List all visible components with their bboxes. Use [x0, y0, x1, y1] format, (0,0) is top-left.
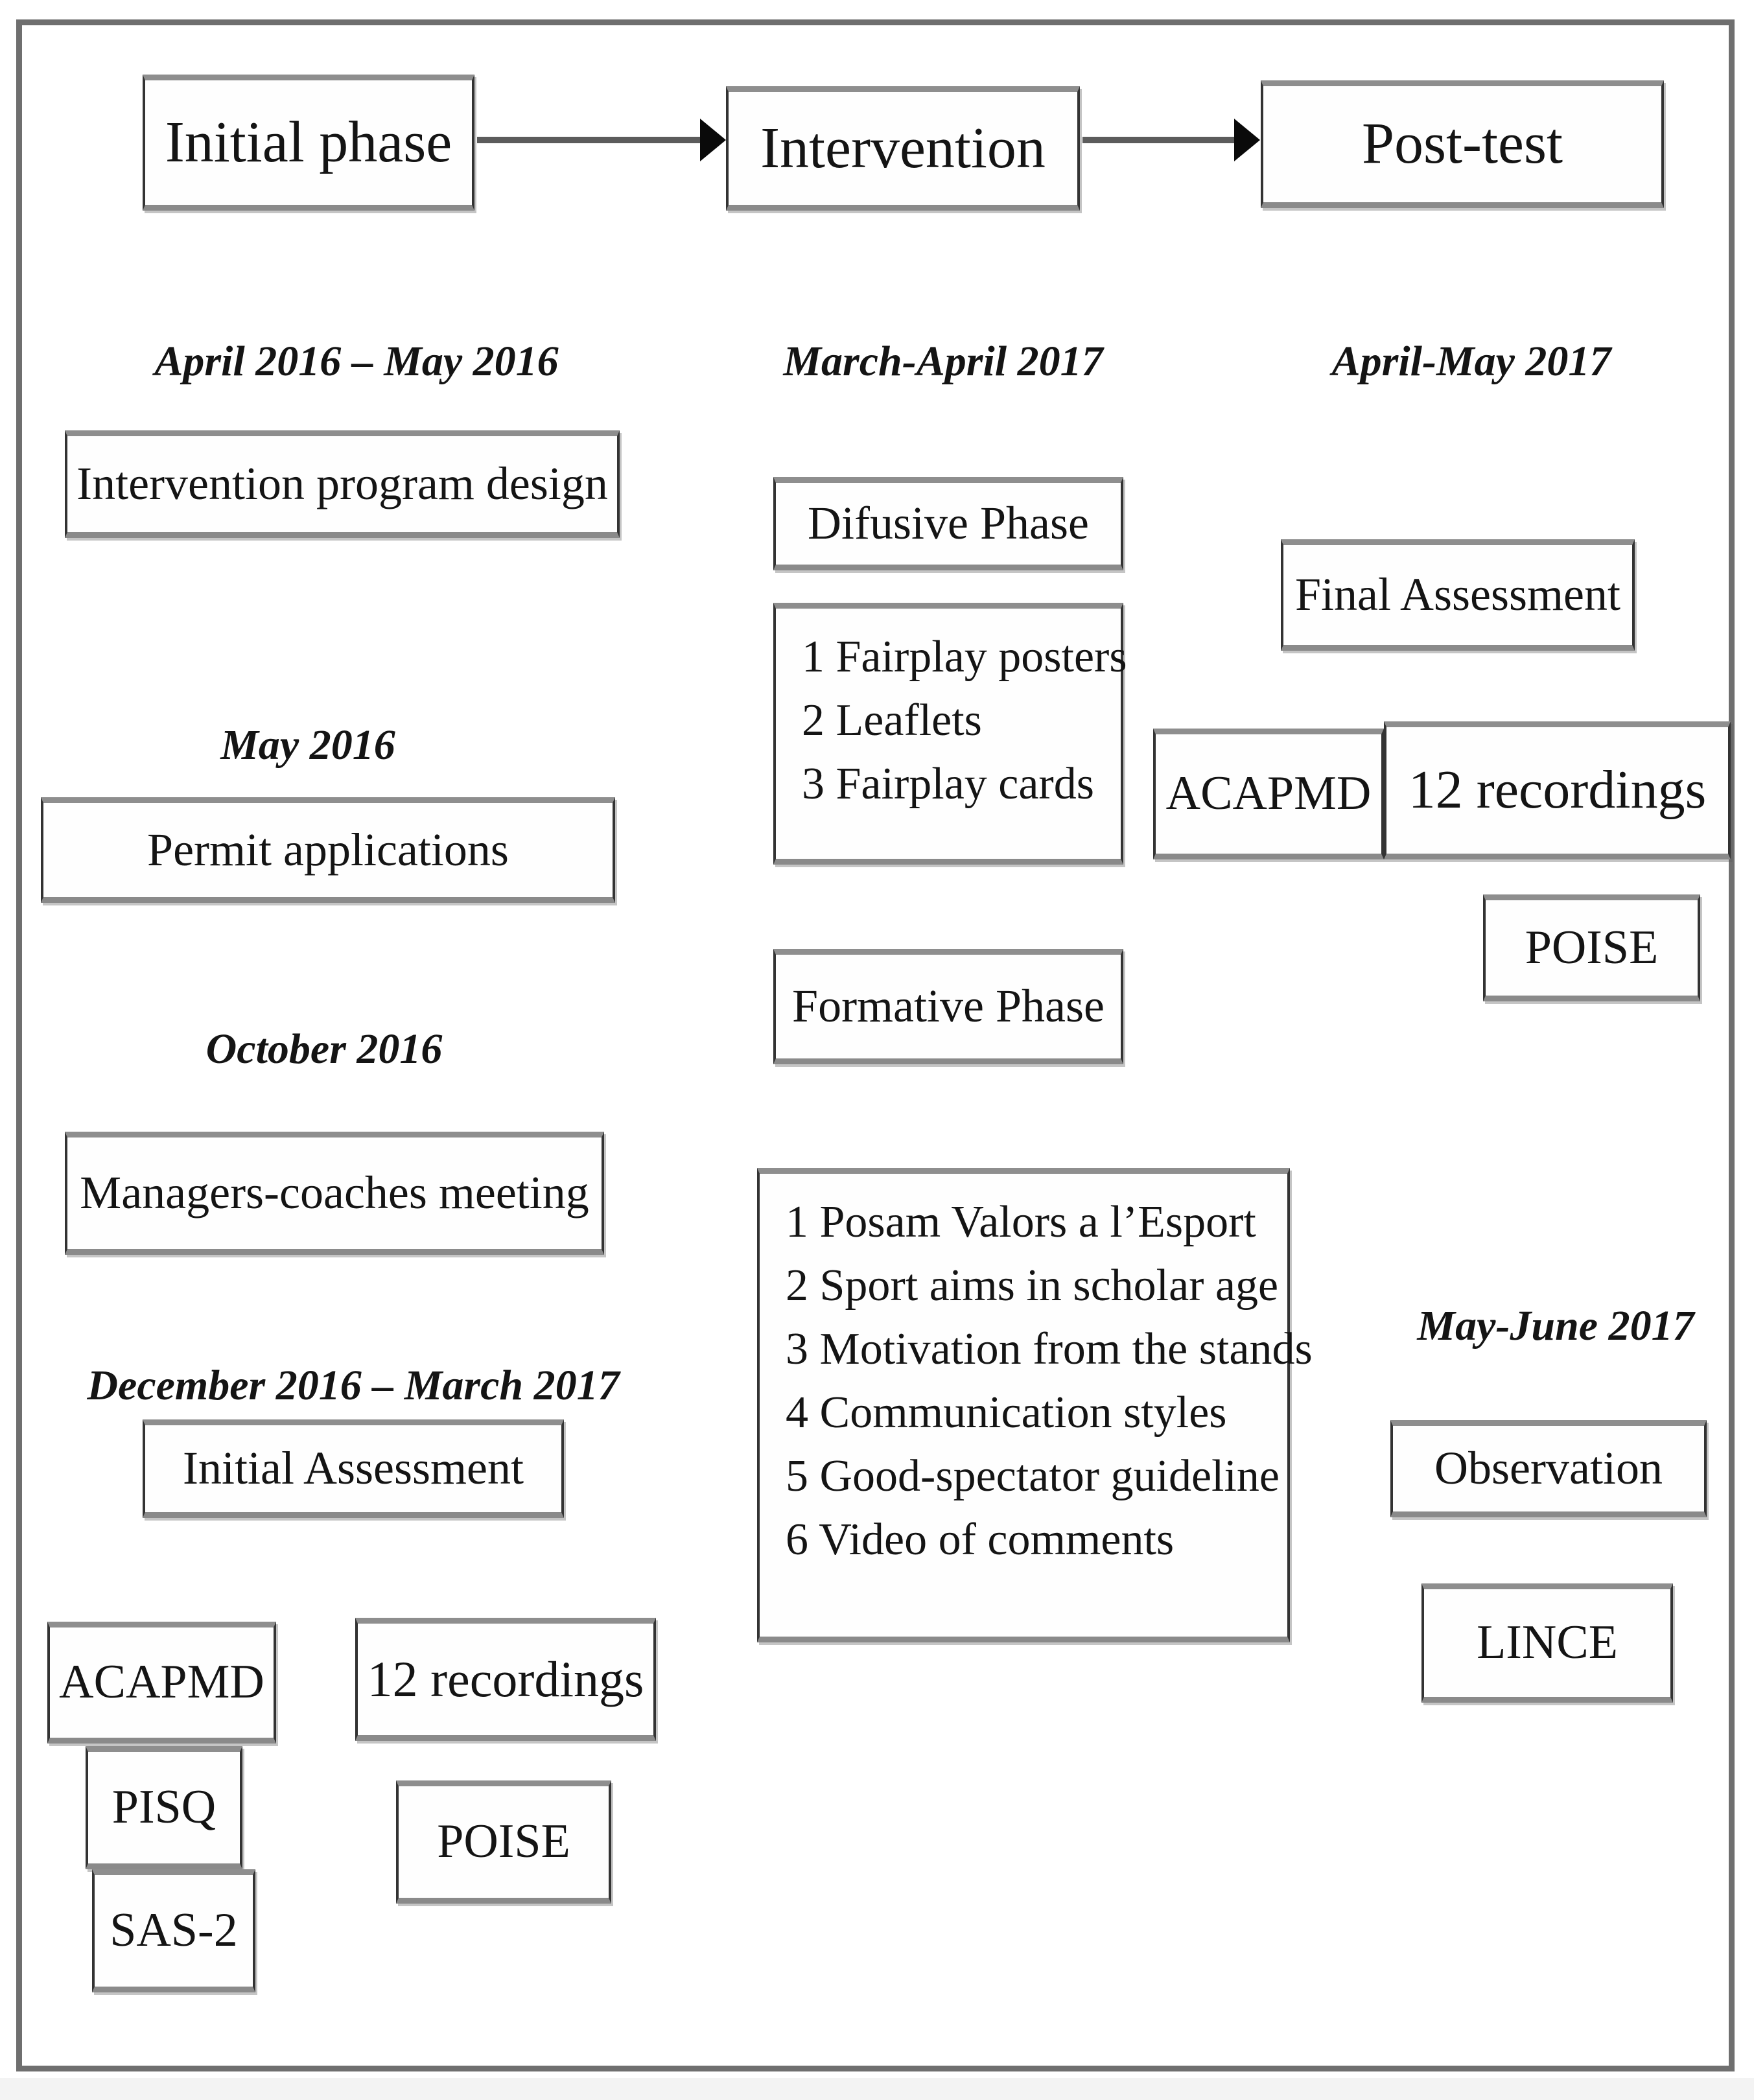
date-label-october-2016: October 2016: [205, 1025, 443, 1073]
instrument-label: POISE: [1525, 920, 1659, 974]
phase-label-initial: Initial phase: [165, 110, 452, 174]
task-label: Managers-coaches meeting: [80, 1167, 589, 1219]
instrument-label: POISE: [437, 1815, 570, 1869]
instrument-box-sas2: SAS-2: [92, 1869, 255, 1992]
task-label: Intervention program design: [76, 458, 608, 510]
formative-program-list: 1 Posam Valors a l’Esport 2 Sport aims i…: [760, 1174, 1319, 1572]
list-item: 6 Video of comments: [786, 1515, 1175, 1565]
task-box-difusive-phase: Difusive Phase: [773, 477, 1123, 570]
list-item: 1 Posam Valors a l’Esport: [786, 1197, 1256, 1247]
instrument-box-acapmd-right: ACAPMD: [1153, 729, 1384, 859]
task-label: Formative Phase: [792, 980, 1105, 1032]
date-label-march-april-2017: March-April 2017: [783, 338, 1103, 385]
instrument-box-poise-right: POISE: [1483, 894, 1700, 1001]
date-label-may-2016: May 2016: [220, 721, 395, 769]
task-box-permit-applications: Permit applications: [41, 797, 615, 903]
list-item: 1 Fairplay posters: [802, 632, 1127, 682]
instrument-label: ACAPMD: [1165, 767, 1372, 821]
task-box-initial-assessment: Initial Assessment: [143, 1419, 564, 1518]
instrument-box-poise-left: POISE: [396, 1780, 611, 1904]
date-label-december-2016-march-2017: December 2016 – March 2017: [87, 1362, 620, 1409]
list-item: 3 Fairplay cards: [802, 759, 1094, 809]
instrument-box-lince: LINCE: [1421, 1583, 1673, 1703]
task-box-observation: Observation: [1390, 1420, 1707, 1517]
phase-box-initial: Initial phase: [143, 75, 474, 211]
instrument-box-acapmd-left: ACAPMD: [47, 1622, 276, 1744]
task-box-managers-coaches-meeting: Managers-coaches meeting: [65, 1132, 604, 1255]
task-box-formative-phase: Formative Phase: [773, 949, 1123, 1064]
instrument-label: 12 recordings: [1408, 760, 1707, 821]
fairplay-materials-list: 1 Fairplay posters 2 Leaflets 3 Fairplay…: [776, 609, 1134, 816]
arrow-line-intervention-to-posttest: [1082, 137, 1235, 143]
task-label: Permit applications: [147, 823, 509, 876]
instrument-label: LINCE: [1477, 1616, 1618, 1670]
date-label-april-may-2017: April-May 2017: [1331, 338, 1611, 385]
phase-box-intervention: Intervention: [726, 86, 1080, 211]
list-box-fairplay-materials: 1 Fairplay posters 2 Leaflets 3 Fairplay…: [773, 603, 1127, 865]
task-box-final-assessment: Final Assessment: [1281, 539, 1635, 651]
list-item: 2 Leaflets: [802, 695, 982, 745]
list-item: 2 Sport aims in scholar age: [786, 1261, 1279, 1311]
date-label-april-may-2016: April 2016 – May 2016: [154, 338, 559, 385]
list-box-formative-program: 1 Posam Valors a l’Esport 2 Sport aims i…: [757, 1168, 1313, 1642]
instrument-box-12-recordings-right: 12 recordings: [1384, 721, 1731, 859]
task-box-intervention-program-design: Intervention program design: [65, 430, 620, 538]
instrument-box-12-recordings-left: 12 recordings: [355, 1618, 656, 1741]
phase-label-intervention: Intervention: [760, 115, 1046, 180]
instrument-label: ACAPMD: [59, 1655, 264, 1709]
task-label: Final Assessment: [1294, 568, 1621, 621]
list-item: 4 Communication styles: [786, 1388, 1227, 1438]
instrument-label: 12 recordings: [367, 1651, 644, 1708]
instrument-label: PISQ: [111, 1780, 216, 1834]
date-label-may-june-2017: May-June 2017: [1417, 1302, 1694, 1349]
page-margin-strip: [0, 2078, 1754, 2100]
instrument-label: SAS-2: [110, 1904, 238, 1957]
list-item: 3 Motivation from the stands: [786, 1324, 1313, 1374]
list-item: 5 Good-spectator guideline: [786, 1451, 1280, 1501]
arrow-line-initial-to-intervention: [477, 137, 704, 143]
arrow-right-icon: [700, 119, 726, 161]
phase-label-posttest: Post-test: [1361, 111, 1563, 176]
arrow-right-icon: [1234, 119, 1260, 161]
task-label: Initial Assessment: [183, 1442, 524, 1495]
task-label: Observation: [1434, 1442, 1663, 1495]
task-label: Difusive Phase: [808, 497, 1089, 550]
instrument-box-pisq: PISQ: [86, 1746, 242, 1869]
phase-box-posttest: Post-test: [1261, 80, 1664, 208]
